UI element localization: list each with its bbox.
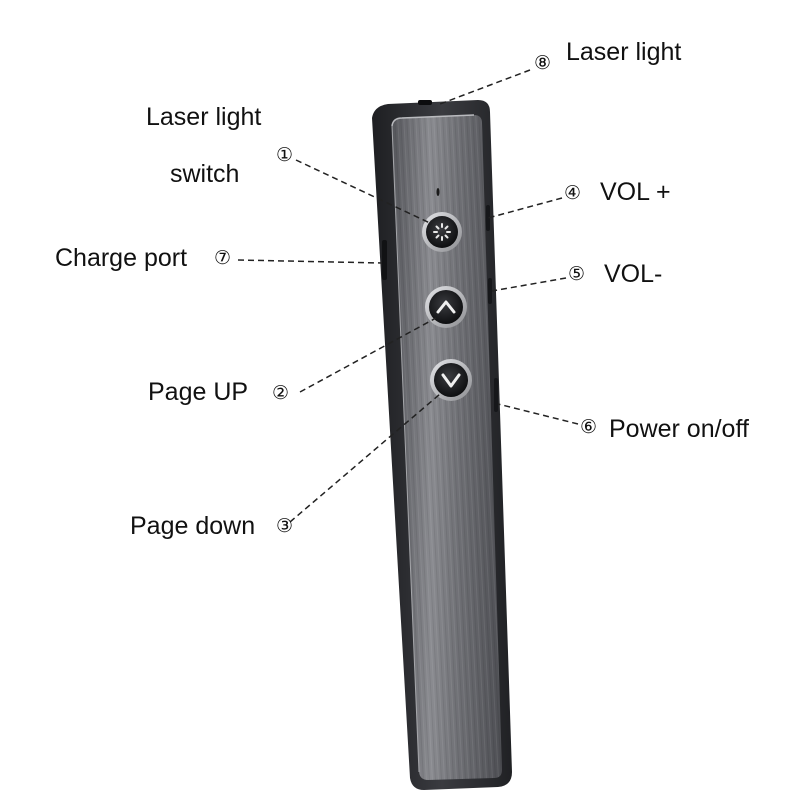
callout-vol-plus: VOL + — [600, 178, 671, 206]
callout-charge-port: Charge port — [55, 244, 188, 272]
laser-icon — [433, 223, 451, 241]
leader-laser-light — [439, 69, 531, 105]
callout-laser-light: Laser light — [566, 38, 682, 66]
callout-laser-switch-line1: Laser light — [146, 103, 262, 131]
leader-vol-minus — [491, 277, 567, 292]
laser-switch-button[interactable] — [422, 212, 462, 252]
callout-number-3: ③ — [276, 515, 294, 537]
callout-power: Power on/off — [609, 415, 749, 443]
chevron-up-icon — [436, 300, 456, 314]
callout-number-6: ⑥ — [580, 416, 598, 438]
leader-page-up — [299, 317, 437, 393]
page-up-button[interactable] — [425, 286, 467, 328]
callout-number-1: ① — [276, 144, 294, 166]
leader-page-down — [289, 393, 441, 523]
callout-vol-minus: VOL- — [604, 260, 663, 288]
page-down-button[interactable] — [430, 359, 472, 401]
presenter-body — [372, 100, 512, 790]
callout-page-down: Page down — [130, 512, 256, 540]
callout-number-4: ④ — [564, 182, 582, 204]
leader-power — [497, 403, 579, 425]
callout-laser-switch-line2: switch — [170, 160, 240, 188]
chevron-down-icon — [441, 373, 461, 388]
callout-page-up: Page UP — [148, 378, 249, 406]
callout-number-2: ② — [272, 382, 290, 404]
callout-number-5: ⑤ — [568, 263, 586, 285]
leader-vol-plus — [487, 197, 563, 219]
callout-number-7: ⑦ — [214, 247, 232, 269]
leader-laser-switch — [295, 159, 433, 225]
leader-charge-port — [237, 259, 383, 264]
callout-number-8: ⑧ — [534, 52, 552, 74]
